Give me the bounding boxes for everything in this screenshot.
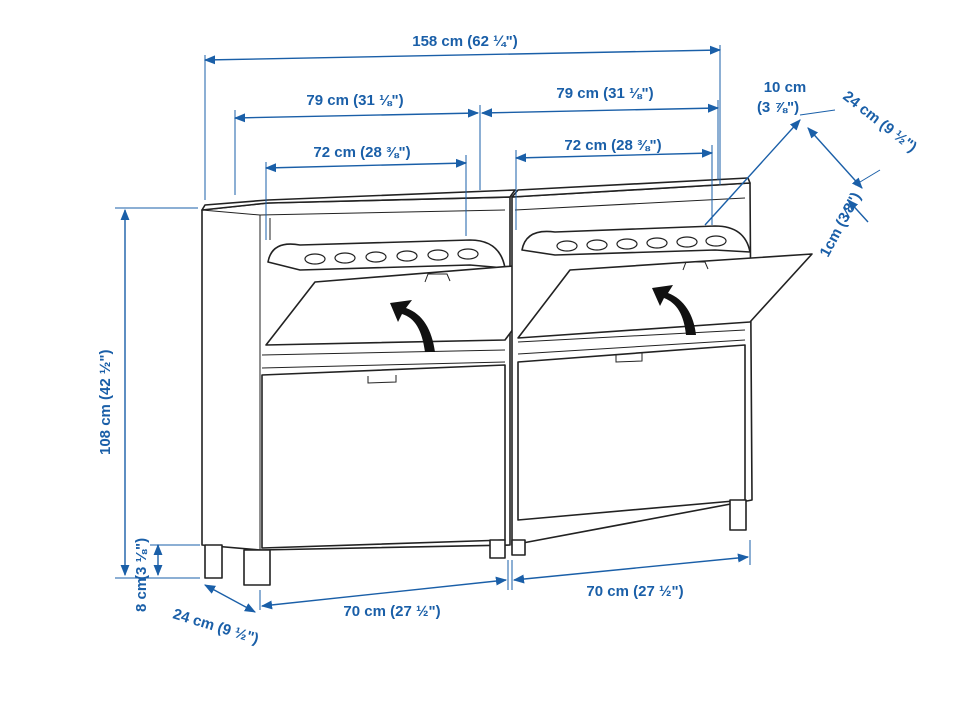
left-section-width-label: 79 cm (31 ⅛") — [306, 92, 403, 109]
leg-height-in-label: (3 ⅛") — [133, 538, 150, 580]
right-inner-width-label: 72 cm (28 ⅜") — [564, 137, 661, 154]
cabinet-drawing — [201, 177, 813, 586]
flap-depth-cm-label: 10 cm — [764, 79, 807, 96]
left-inner-width-label: 72 cm (28 ⅜") — [313, 144, 410, 161]
left-open-arrow — [390, 300, 435, 352]
bottom-right-width-label: 70 cm (27 ½") — [586, 583, 683, 600]
flap-depth-in-label: (3 ⅞") — [757, 99, 799, 116]
total-width-label: 158 cm (62 ¼") — [412, 33, 518, 50]
left-shoe-rack-holes — [304, 248, 479, 265]
right-shoe-rack-holes — [556, 235, 727, 252]
bottom-left-width-label: 70 cm (27 ½") — [343, 603, 440, 620]
right-cabinet-unit — [511, 177, 813, 556]
flap-thickness-label: 1cm (3⁄8") — [817, 190, 865, 260]
leg-height-cm-label: 8 cm — [133, 578, 150, 612]
depth-label: 24 cm (9 ½") — [171, 606, 261, 648]
right-section-width-label: 79 cm (31 ⅛") — [556, 85, 653, 102]
left-cabinet-unit — [201, 189, 564, 586]
dimension-lines — [115, 45, 881, 613]
right-open-arrow — [652, 285, 696, 335]
height-label: 108 cm (42 ½") — [97, 349, 114, 455]
open-depth-label: 24 cm (9 ½") — [840, 88, 920, 156]
